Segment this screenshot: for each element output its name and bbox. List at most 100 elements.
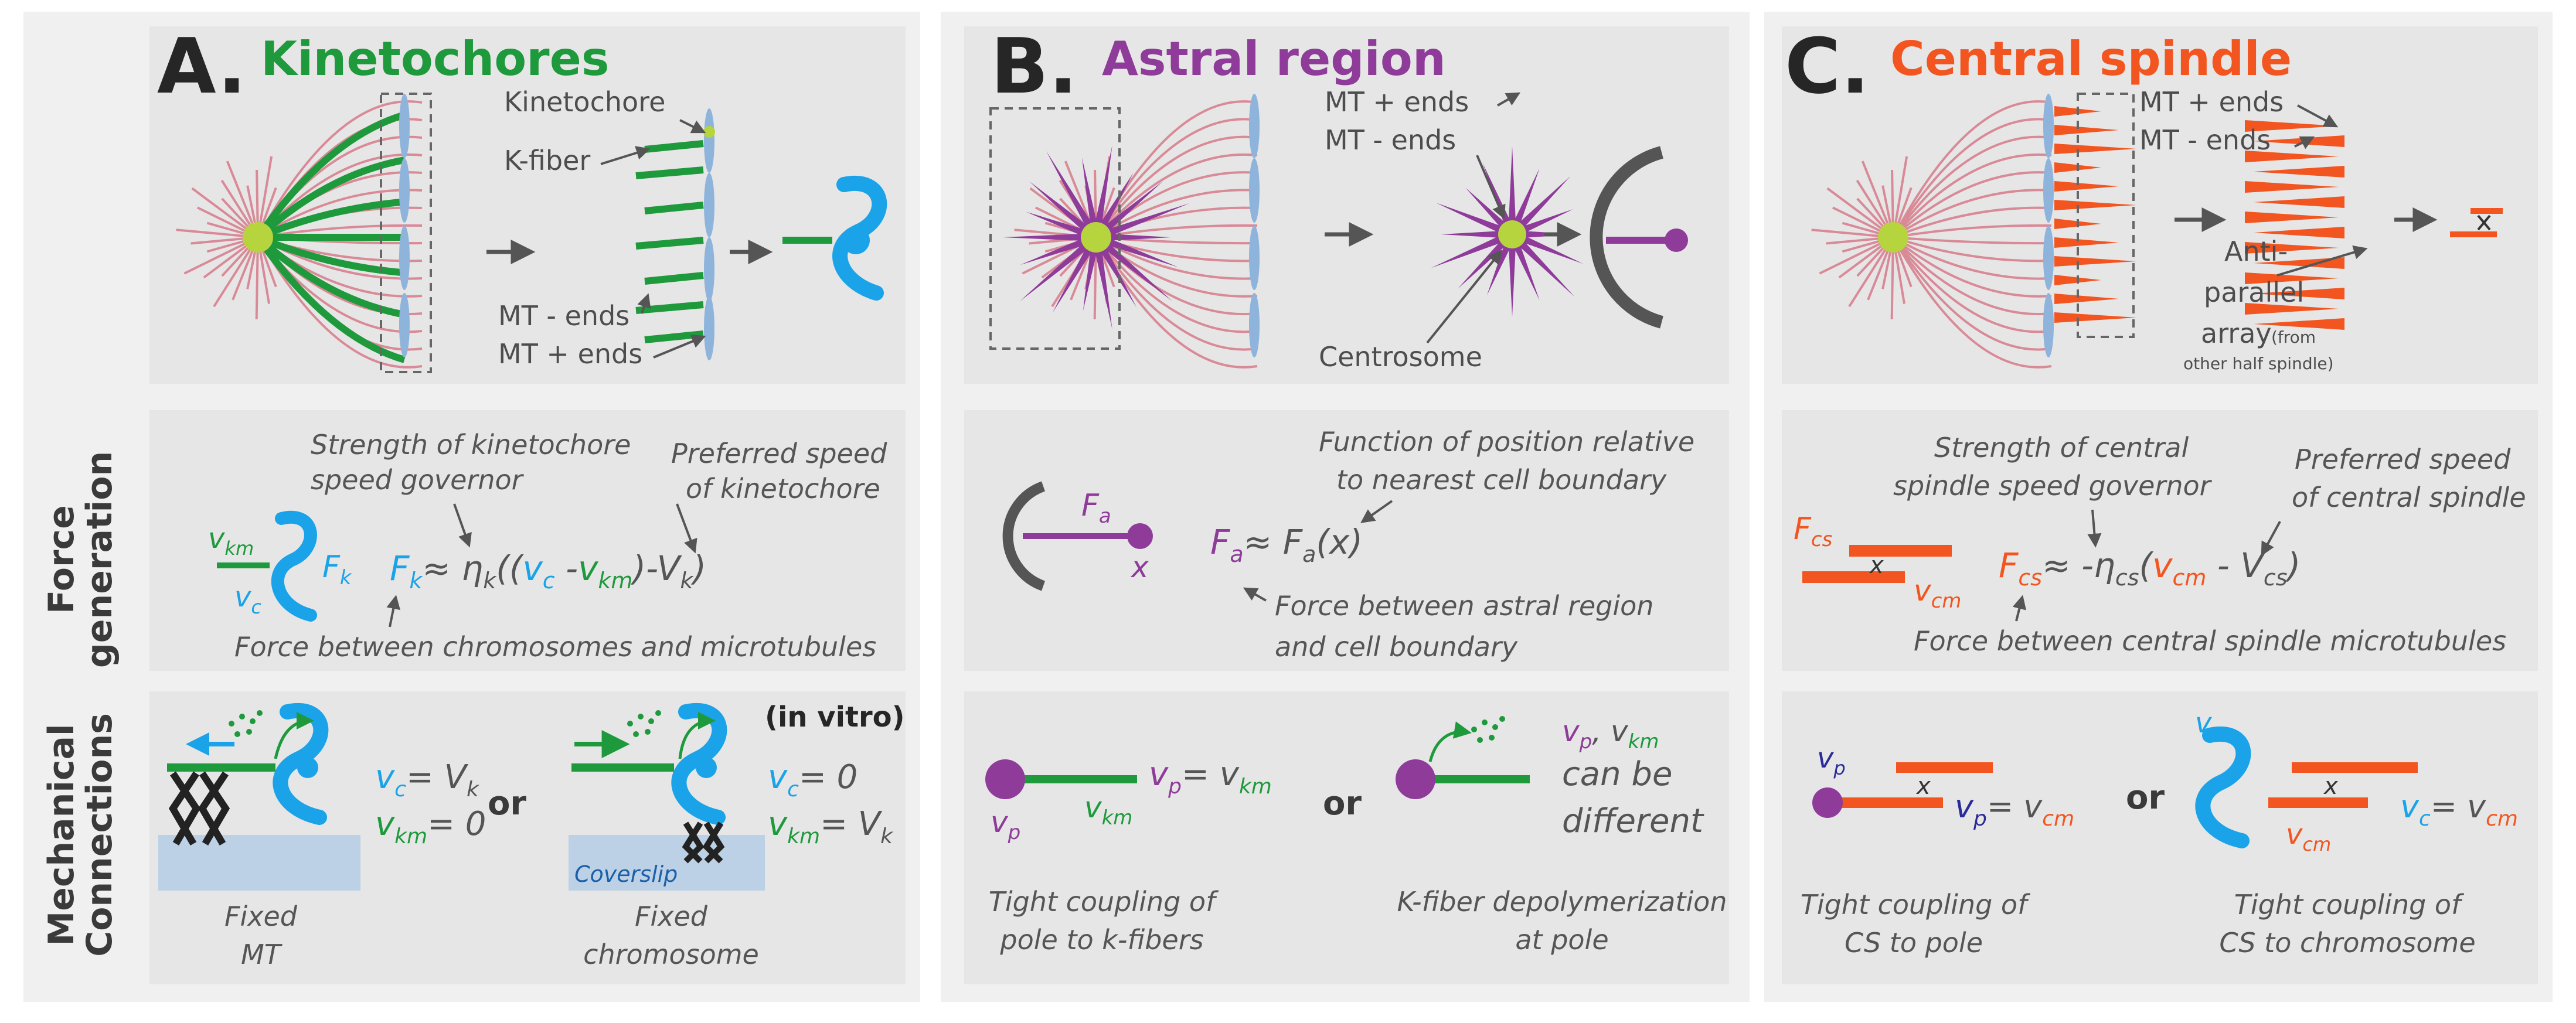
c-mech-pole [1812, 787, 1843, 818]
astral-spike [1509, 231, 1575, 297]
kfiber [256, 234, 405, 277]
c-mech-chromosome [2195, 727, 2251, 848]
spindle-mt [1892, 189, 2052, 238]
kinetochore-pointer [679, 119, 706, 134]
spindle-mt [1892, 236, 2052, 333]
a-caption-right-1: Fixed [635, 901, 708, 932]
spindle-mt [1892, 171, 2052, 238]
astral-spike [1092, 145, 1112, 238]
spindle-mt [1892, 236, 2052, 351]
astral-spike [1092, 235, 1137, 308]
tubulin-dot [234, 731, 240, 737]
tubulin-dot [627, 721, 633, 727]
panel-c-dashed-box [2077, 93, 2135, 338]
label-kinetochore: Kinetochore [504, 86, 665, 118]
b-right-text-1: can be [1562, 755, 1672, 793]
c-mech-right-vc: vc [2195, 707, 2222, 744]
chromosome [2043, 158, 2054, 223]
antiparallel-mt-left [2254, 227, 2344, 238]
tubulin-dot [246, 729, 252, 735]
c-note-speed-1: Preferred speed [2295, 444, 2511, 475]
c-note-strength-1: Strength of central [1934, 432, 2189, 463]
b-force-Fa: Fa [1081, 488, 1111, 528]
a-force-pointer [386, 595, 401, 628]
panel-a-spindle [176, 93, 432, 373]
c-caption-left-2: CS to pole [1845, 927, 1983, 959]
spindle-mt [1095, 135, 1258, 238]
spindle-mt [1893, 236, 2052, 280]
astral-spike [1093, 181, 1163, 241]
astral-spike [1510, 230, 1584, 264]
panel-a-kinetochore-icon [842, 226, 870, 254]
label-c-mt-minus: MT - ends [2139, 124, 2271, 156]
chromosome [1249, 94, 1260, 158]
b-force-pointer [1243, 587, 1267, 602]
spindle-mt [1893, 224, 2052, 238]
label-c-anti: Anti- [2224, 236, 2288, 267]
astral-spike [1082, 157, 1100, 238]
antiparallel-mt-left [2254, 166, 2344, 178]
c-mt-minus-pointer [2294, 136, 2315, 149]
panel-c-mech-left: x vp vp= vcm Tight coupling of CS to pol… [1801, 742, 2074, 959]
chromosome [399, 158, 410, 223]
spindle-mt [1892, 236, 2052, 315]
label-a-mt-plus: MT + ends [498, 338, 642, 370]
spindle-mt [1892, 100, 2052, 238]
a-caption-left-2: MT [241, 939, 283, 970]
kfiber-zoom [635, 301, 704, 314]
row-label-mechanical-line1: Mechanical [41, 724, 82, 946]
panel-b-zoom-centrosome [1498, 220, 1526, 248]
chromosome [399, 293, 410, 357]
chromosome [704, 173, 714, 237]
panel-a-dashed-box [380, 93, 432, 373]
label-b-mt-plus: MT + ends [1325, 86, 1469, 118]
astral-spike [1093, 234, 1173, 302]
kfiber [255, 156, 406, 240]
astral-spike [1029, 181, 1099, 241]
panel-b-mech-right: vp, vkm can be different K-fiber depolym… [1396, 714, 1727, 956]
chromosome [1249, 158, 1260, 223]
b-position-pointer [1360, 500, 1393, 523]
a-force-vc: vc [234, 581, 261, 618]
a-or: or [488, 785, 526, 823]
b-mech-pole-r [1396, 759, 1435, 799]
astral-spike [1092, 236, 1112, 329]
panel-c: C. Central spindle MT + ends MT - ends A… [1782, 22, 2538, 984]
midzone-spike [2054, 294, 2119, 304]
spindle-mt [1095, 236, 1258, 280]
b-caption-left-1: Tight coupling of [989, 886, 1219, 918]
astral-spike [1002, 233, 1096, 241]
b-force-equation: Fa≈ Fa(x) [1210, 522, 1363, 567]
label-c-array: array [2201, 318, 2272, 349]
tubulin-dot [1482, 719, 1488, 725]
a-mech-release-arrow [274, 712, 314, 759]
panel-a-force-diagram: vkm vc Fk Strength of kinetochore speed … [208, 429, 887, 663]
label-b-centrosome: Centrosome [1319, 341, 1482, 373]
chromosome [704, 237, 714, 302]
spindle-mt [1095, 153, 1258, 238]
a-right-eq2: vkm= Vk [768, 805, 894, 848]
a-caption-right-2: chromosome [583, 939, 759, 970]
midzone-spike [2054, 200, 2136, 210]
chromosome [704, 296, 714, 360]
astral-spike [1052, 235, 1100, 313]
antiparallel-mt-left [2254, 288, 2344, 299]
b-right-velocities: vp, vkm [1562, 714, 1659, 753]
panel-b-spindle [989, 94, 1260, 369]
astral-spike [1509, 176, 1571, 237]
antiparallel-mt-left [2254, 318, 2344, 330]
astral-spike [1094, 233, 1178, 267]
tubulin-dot [1499, 716, 1505, 722]
c-force-vcm: vcm [1914, 574, 1961, 613]
astral-spike [1431, 230, 1514, 268]
b-mech-vp: vp [991, 805, 1020, 844]
tubulin-dot [229, 721, 234, 727]
a-note-force: Force between chromosomes and microtubul… [234, 631, 876, 663]
a-caption-left-1: Fixed [224, 901, 298, 932]
b-right-text-2: different [1562, 802, 1704, 840]
a-mech-anchor-2 [198, 771, 230, 846]
astral-spike [1020, 233, 1098, 265]
panel-b-centrosome [1081, 222, 1111, 253]
b-or: or [1323, 785, 1362, 823]
panel-c-letter: C. [1785, 22, 1870, 111]
